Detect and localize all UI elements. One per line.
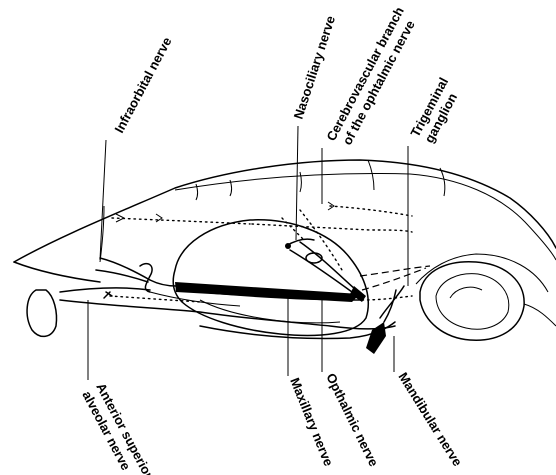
leader-infraorbital xyxy=(100,140,106,260)
leader-nasociliary xyxy=(296,126,298,240)
label-maxillary-nerve: Maxillary nerve xyxy=(287,376,336,469)
label-mandibular-nerve: Mandibular nerve xyxy=(395,370,465,469)
label-nasociliary-nerve: Nasociliary nerve xyxy=(291,14,339,121)
auditory-bulla xyxy=(416,254,556,340)
orbit xyxy=(173,220,368,336)
skull-outline xyxy=(14,160,556,339)
labels: Infraorbital nerve Nasociliary nerve Cer… xyxy=(79,4,465,475)
label-infraorbital-nerve: Infraorbital nerve xyxy=(111,35,174,136)
incisor-tooth xyxy=(27,290,56,336)
dotted-nerve-paths xyxy=(110,202,430,302)
leader-lines xyxy=(88,126,408,380)
